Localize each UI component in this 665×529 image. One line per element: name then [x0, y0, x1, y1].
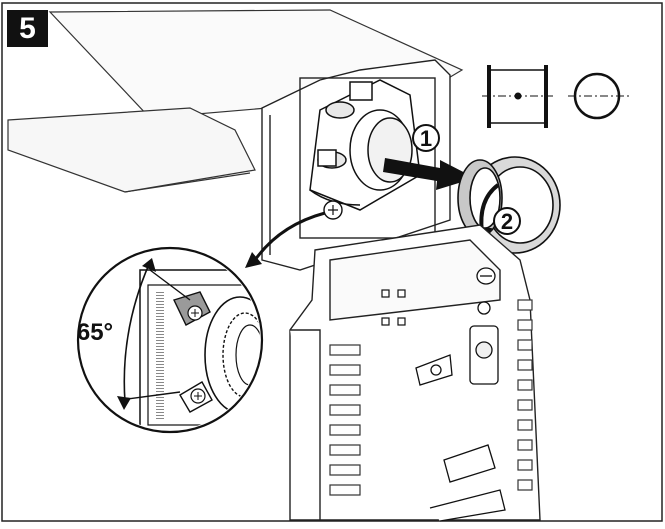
- frame-border: [1, 2, 663, 522]
- ring-coupling: [457, 156, 561, 254]
- actuator-housing: [289, 224, 541, 521]
- step-number-badge: 5: [7, 10, 48, 47]
- angle-label: 65°: [77, 319, 113, 346]
- detail-pointer-arrow: [245, 211, 326, 268]
- screw-icon: [323, 200, 343, 220]
- callout-1-label: 1: [420, 126, 432, 151]
- detail-zoom: 65°: [77, 246, 264, 434]
- push-arrow-icon: [383, 158, 475, 190]
- ring-front-view-icon: [568, 72, 632, 120]
- callout-1: 1: [412, 124, 440, 152]
- mounting-surface: [7, 9, 464, 193]
- terminals: [381, 289, 406, 326]
- position-indicator: [415, 267, 506, 522]
- vent-slots: [329, 299, 533, 496]
- callout-2: 2: [493, 207, 521, 235]
- callout-2-label: 2: [501, 209, 513, 234]
- bracket-side-view-icon: [482, 65, 553, 128]
